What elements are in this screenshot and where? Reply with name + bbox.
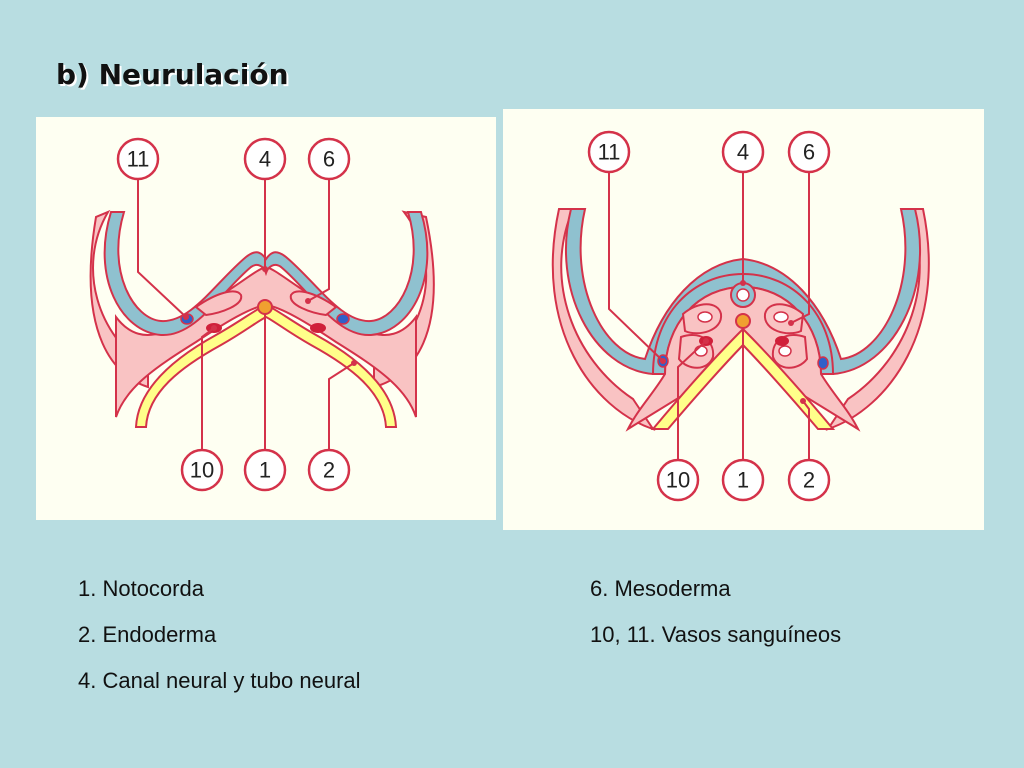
neural-groove-diagram: 11 4 6 10 1 2 [89,137,435,492]
svg-text:6: 6 [323,147,335,172]
label-bubble-2: 2 [787,458,831,502]
label-bubble-11: 11 [116,137,160,181]
page-title: b) Neurulación [56,58,289,91]
endoderm-layer [134,303,398,428]
legend-item: 2. Endoderma [78,622,217,647]
legend-item: 10, 11. Vasos sanguíneos [590,622,842,647]
svg-text:6: 6 [803,140,815,165]
mesoderm-outer-layer [89,209,149,389]
somite-cavity [778,345,792,357]
diagram-panel-neural-groove: 11 4 6 10 1 2 [36,117,496,520]
legend-right: 6. Mesoderma 10, 11. Vasos sanguíneos [590,575,841,667]
blood-vessel-blue [336,313,350,325]
label-bubble-1: 1 [721,458,765,502]
svg-text:10: 10 [666,468,690,493]
label-bubble-4: 4 [721,130,765,174]
neural-tube-diagram: 11 4 6 10 1 2 [551,130,930,502]
blood-vessel-red [775,336,789,346]
svg-text:11: 11 [127,147,150,172]
blood-vessel-blue [817,356,829,370]
svg-text:1: 1 [259,458,271,483]
svg-text:4: 4 [737,140,749,165]
neural-canal [736,288,750,302]
label-bubble-11: 11 [587,130,631,174]
somite-cavity [694,345,708,357]
legend-left: 1. Notocorda 2. Endoderma 4. Canal neura… [78,575,361,713]
diagram-panel-neural-tube: 11 4 6 10 1 2 [503,109,984,530]
legend-item: 6. Mesoderma [590,576,731,601]
mesoderm-pocket-left [194,290,243,317]
endoderm-layer [650,327,836,430]
svg-text:11: 11 [598,140,621,165]
svg-text:2: 2 [323,458,335,483]
label-bubble-6: 6 [307,137,351,181]
legend-item: 4. Canal neural y tubo neural [78,668,361,693]
notochord [257,299,273,315]
svg-text:1: 1 [737,468,749,493]
ectoderm-layer [103,211,429,337]
notochord [735,313,751,329]
somite-cavity [697,311,713,323]
label-bubble-4: 4 [243,137,287,181]
legend-item: 1. Notocorda [78,576,204,601]
svg-text:4: 4 [259,147,271,172]
blood-vessel-red [310,323,326,333]
label-bubble-10: 10 [180,448,224,492]
label-bubble-1: 1 [243,448,287,492]
label-bubble-6: 6 [787,130,831,174]
somite-cavity [773,311,789,323]
svg-text:2: 2 [803,468,815,493]
label-bubble-10: 10 [656,458,700,502]
label-bubble-2: 2 [307,448,351,492]
svg-text:10: 10 [190,458,214,483]
